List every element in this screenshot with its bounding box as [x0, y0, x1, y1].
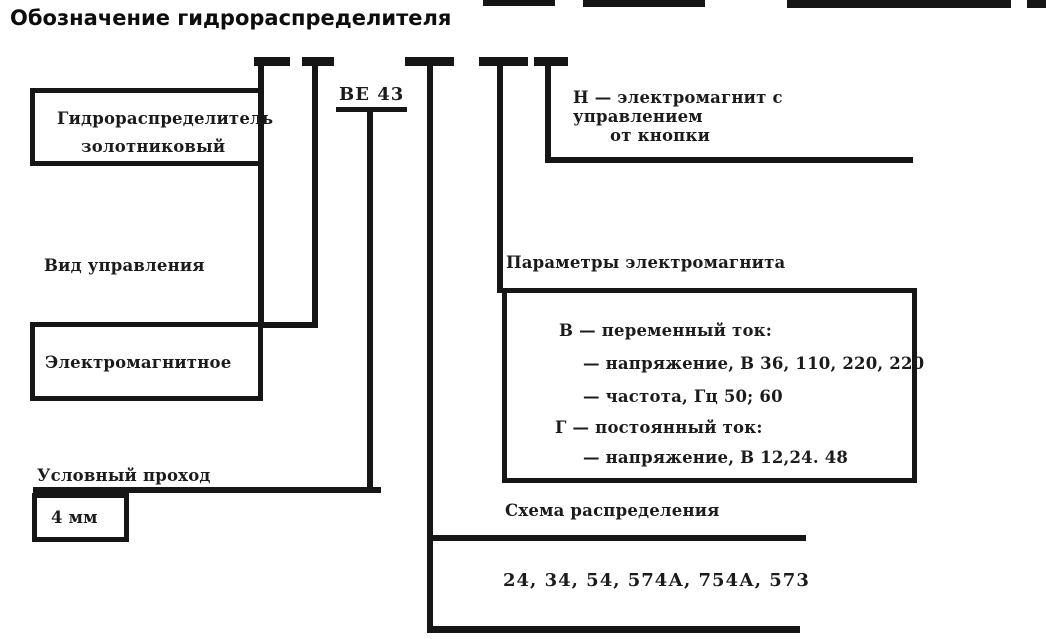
scan-artifact-line [483, 0, 555, 6]
button-note-line1: Н — электромагнит с управлением [573, 88, 783, 126]
scan-artifact-line [1027, 0, 1046, 8]
designation-code: ВЕ 43 [339, 84, 405, 105]
bore-value-box: 4 мм [32, 493, 129, 542]
control-type-label: Вид управления [44, 256, 205, 275]
code-underline [336, 107, 407, 112]
schema-values: 24, 34, 54, 574А, 754А, 573 [503, 570, 810, 591]
params-line-1: В — переменный ток: [559, 321, 773, 340]
hydro-box-line2: золотниковый [81, 137, 226, 156]
stem-button-note [545, 60, 551, 163]
hydro-distributor-box: Гидрораспределитель золотниковый [30, 88, 273, 166]
params-line-5: — напряжение, В 12,24. 48 [583, 448, 849, 467]
schema-line [427, 535, 806, 541]
bore-label: Условный проход [37, 466, 211, 485]
button-note-line2: от кнопки [610, 126, 711, 145]
hydro-box-line1: Гидрораспределитель [57, 109, 274, 128]
control-box-top-extension [258, 322, 318, 328]
stem-electromagnet-params [497, 60, 503, 293]
page-title: Обозначение гидрораспределителя [10, 6, 452, 30]
stem-valve-type [258, 60, 264, 327]
tick-cap-2 [302, 57, 334, 66]
tick-cap-1 [254, 57, 290, 66]
stem-code-to-bore [367, 109, 373, 492]
electromagnet-params-label: Параметры электромагнита [506, 253, 786, 272]
tick-cap-5 [534, 57, 568, 66]
electromagnet-params-box: В — переменный ток: — напряжение, В 36, … [502, 288, 924, 483]
params-line-4: Г — постоянный ток: [555, 418, 763, 437]
bore-line [33, 487, 381, 493]
control-type-value: Электромагнитное [45, 353, 232, 372]
scan-artifact-line [787, 0, 1011, 8]
schema-label: Схема распределения [505, 501, 720, 520]
scan-artifact-line [583, 0, 705, 7]
button-note-text: Н — электромагнит с управлением от кнопк… [573, 88, 873, 145]
params-line-2: — напряжение, В 36, 110, 220, 220 [583, 354, 925, 373]
tick-cap-4 [479, 57, 528, 66]
stem-control-type [312, 60, 318, 327]
stem-schema [427, 60, 433, 632]
bore-value: 4 мм [51, 508, 98, 527]
button-note-line [545, 157, 913, 163]
schema-bottom-line [427, 626, 800, 633]
control-type-box: Электромагнитное [30, 322, 263, 401]
params-line-3: — частота, Гц 50; 60 [583, 387, 783, 406]
